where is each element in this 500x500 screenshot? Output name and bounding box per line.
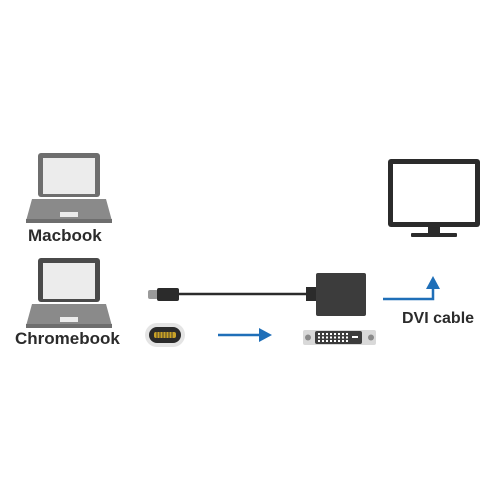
adapter-cable: [179, 288, 317, 296]
right-arrow-icon: [218, 328, 272, 342]
usb-c-plug-icon: [148, 288, 179, 301]
macbook-laptop-icon: [26, 153, 112, 223]
dvi-cable-label: DVI cable: [402, 310, 475, 327]
chromebook-label: Chromebook: [15, 329, 120, 348]
macbook-label: Macbook: [28, 226, 102, 245]
usb-c-port-icon: [145, 323, 185, 347]
up-arrow-icon: [383, 276, 440, 301]
chromebook-laptop-icon: [26, 258, 112, 328]
dvi-port-icon: [303, 330, 376, 345]
monitor-icon: [388, 159, 480, 237]
dvi-adapter-icon: [306, 273, 366, 316]
